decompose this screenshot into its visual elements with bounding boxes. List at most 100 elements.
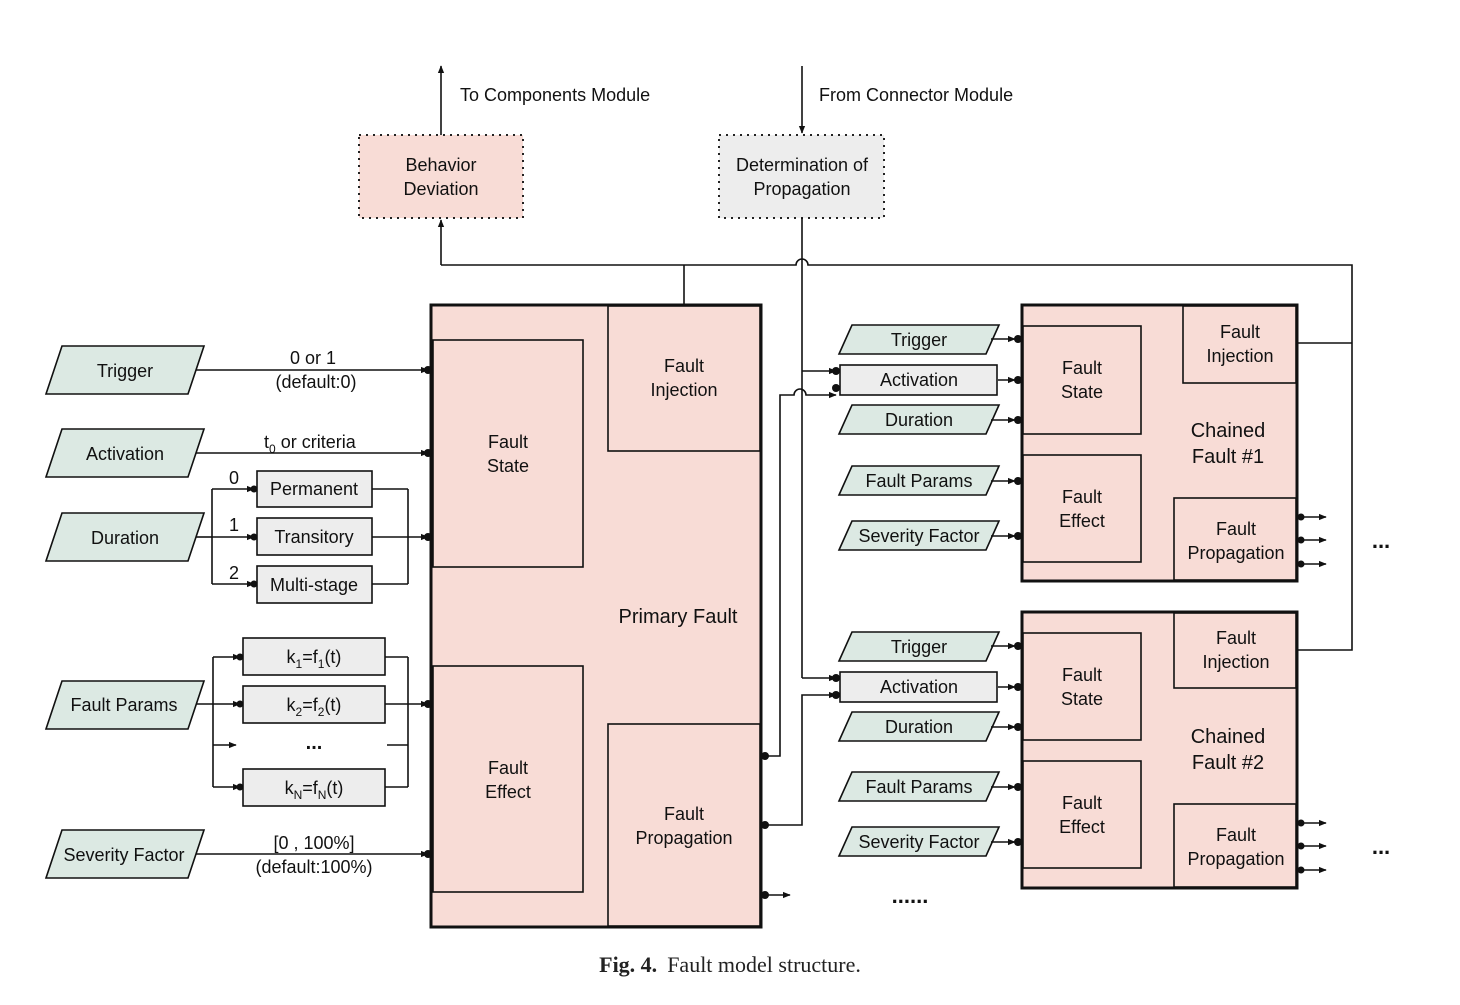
- chained-1-title-2: Fault #1: [1192, 446, 1264, 468]
- fault-param-k2: k2=f2(t): [242, 685, 386, 724]
- duration-mode-transitory: Transitory 1: [229, 515, 373, 556]
- duration-mode-index: 0: [229, 468, 239, 488]
- fault-param-k1: k1=f1(t): [242, 637, 386, 676]
- fault-param-formula: k2=f2(t): [287, 695, 342, 719]
- chained-2-title-1: Chained: [1191, 726, 1266, 748]
- duration-mode-label: Multi-stage: [270, 575, 358, 595]
- primary-fault-block: Fault State Fault Injection Primary Faul…: [429, 303, 763, 929]
- chained-2-dots: [832, 642, 1305, 874]
- chained-2-title-2: Fault #2: [1192, 752, 1264, 774]
- fault-param-formula: kN=fN(t): [285, 778, 344, 802]
- determination-label-1: Determination of: [736, 155, 869, 175]
- fault-model-diagram: Behavior Deviation Determination of Prop…: [44, 65, 1390, 929]
- chained-1-injection-label-1: Fault: [1220, 322, 1260, 342]
- primary-fault-injection: [607, 305, 761, 452]
- from-connector-label: From Connector Module: [819, 85, 1013, 105]
- activation-input-label: Activation: [86, 444, 164, 464]
- chained-1-trigger-label: Trigger: [891, 330, 947, 350]
- determination-label-2: Propagation: [753, 179, 850, 199]
- fault-params-input: Fault Params: [44, 680, 206, 730]
- fault-param-functions: k1=f1(t) k2=f2(t) ... kN=fN(t): [242, 637, 386, 807]
- behavior-deviation-box: Behavior Deviation: [358, 134, 524, 219]
- chained-2-state-label-2: State: [1061, 689, 1103, 709]
- to-components-label: To Components Module: [460, 85, 650, 105]
- chained-2-activation-label: Activation: [880, 677, 958, 697]
- chained-fault-2: Fault State Fault Injection Chained Faul…: [1020, 610, 1299, 890]
- duration-mode-permanent: Permanent 0: [229, 468, 373, 508]
- severity-range-label: [0 , 100%]: [273, 833, 354, 853]
- primary-fault-title: Primary Fault: [619, 606, 738, 628]
- chained-fault-1: Fault State Fault Injection Chained Faul…: [1020, 303, 1299, 583]
- chained-2-severity-label: Severity Factor: [858, 832, 979, 852]
- chained-1-propagation-label-1: Fault: [1216, 519, 1256, 539]
- primary-fault-effect-label-1: Fault: [488, 758, 528, 778]
- fault-param-kn: kN=fN(t): [242, 768, 386, 807]
- trigger-value-label: 0 or 1: [290, 348, 336, 368]
- primary-fault-propagation-label-2: Propagation: [635, 828, 732, 848]
- duration-modes: Permanent 0 Transitory 1 Multi-stage 2: [229, 468, 373, 604]
- chained-1-severity-label: Severity Factor: [858, 526, 979, 546]
- severity-factor-input: Severity Factor: [44, 829, 206, 879]
- chained-2-params-label: Fault Params: [865, 777, 972, 797]
- fault-param-formula: k1=f1(t): [287, 647, 342, 671]
- chained-1-effect-label-2: Effect: [1059, 511, 1105, 531]
- primary-fault-effect-label-2: Effect: [485, 782, 531, 802]
- primary-fault-state-label-2: State: [487, 456, 529, 476]
- chained-2-state-label-1: Fault: [1062, 665, 1102, 685]
- severity-factor-input-label: Severity Factor: [63, 845, 184, 865]
- primary-fault-state: [432, 339, 584, 568]
- duration-mode-multi-stage: Multi-stage 2: [229, 563, 373, 604]
- duration-mode-label: Permanent: [270, 479, 358, 499]
- figure-caption: Fig. 4. Fault model structure.: [0, 952, 1460, 978]
- primary-inputs: Trigger Activation Duration Fault Params…: [44, 345, 206, 879]
- chained-1-title-1: Chained: [1191, 420, 1266, 442]
- chained-1-params-label: Fault Params: [865, 471, 972, 491]
- chained-2-propagation-label-2: Propagation: [1187, 849, 1284, 869]
- chained-2-connectors: [991, 642, 1327, 874]
- fault-params-input-label: Fault Params: [70, 695, 177, 715]
- primary-fault-effect: [432, 665, 584, 893]
- chained-1-effect-label-1: Fault: [1062, 487, 1102, 507]
- primary-fault-propagation-label-1: Fault: [664, 804, 704, 824]
- chained-2-effect-label-2: Effect: [1059, 817, 1105, 837]
- primary-input-connectors: [196, 366, 429, 858]
- figure-caption-label: Fig. 4.: [599, 952, 658, 977]
- activation-input: Activation: [44, 428, 206, 478]
- primary-fault-propagation: [607, 723, 761, 927]
- duration-input: Duration: [44, 512, 206, 562]
- chained-2-injection-label-2: Injection: [1202, 652, 1269, 672]
- severity-default-label: (default:100%): [255, 857, 372, 877]
- primary-propagation-outputs: [765, 388, 837, 899]
- chained-1-state-label-1: Fault: [1062, 358, 1102, 378]
- chained-2-propagation-label-1: Fault: [1216, 825, 1256, 845]
- primary-fault-injection-label-2: Injection: [650, 380, 717, 400]
- chained-1-propagation-label-2: Propagation: [1187, 543, 1284, 563]
- figure-caption-text: Fault model structure.: [667, 952, 861, 977]
- chained-2-trigger-label: Trigger: [891, 637, 947, 657]
- chained-1-dots: [832, 335, 1305, 568]
- chained-2-injection-label-1: Fault: [1216, 628, 1256, 648]
- chained-1-duration-label: Duration: [885, 410, 953, 430]
- trigger-input: Trigger: [44, 345, 206, 395]
- chained-1-injection-label-2: Injection: [1206, 346, 1273, 366]
- behavior-deviation-label-2: Deviation: [403, 179, 478, 199]
- chained-2-outputs-ellipsis: ...: [1372, 834, 1390, 859]
- duration-mode-index: 1: [229, 515, 239, 535]
- chained-2-inputs: Trigger Activation Duration Fault Params…: [837, 631, 1001, 857]
- chained-1-connectors: [991, 335, 1327, 568]
- chained-1-state-label-2: State: [1061, 382, 1103, 402]
- primary-fault-state-label-1: Fault: [488, 432, 528, 452]
- primary-port-dots: [761, 752, 769, 899]
- duration-mode-index: 2: [229, 563, 239, 583]
- top-connectors: [437, 65, 1353, 682]
- primary-fault-injection-label-1: Fault: [664, 356, 704, 376]
- duration-input-label: Duration: [91, 528, 159, 548]
- trigger-default-label: (default:0): [275, 372, 356, 392]
- chained-1-activation-label: Activation: [880, 370, 958, 390]
- more-chained-faults-ellipsis: ......: [892, 883, 929, 908]
- fault-params-ellipsis: ...: [306, 732, 323, 754]
- trigger-input-label: Trigger: [97, 361, 153, 381]
- chained-2-duration-label: Duration: [885, 717, 953, 737]
- chained-2-effect-label-1: Fault: [1062, 793, 1102, 813]
- behavior-deviation-label-1: Behavior: [405, 155, 476, 175]
